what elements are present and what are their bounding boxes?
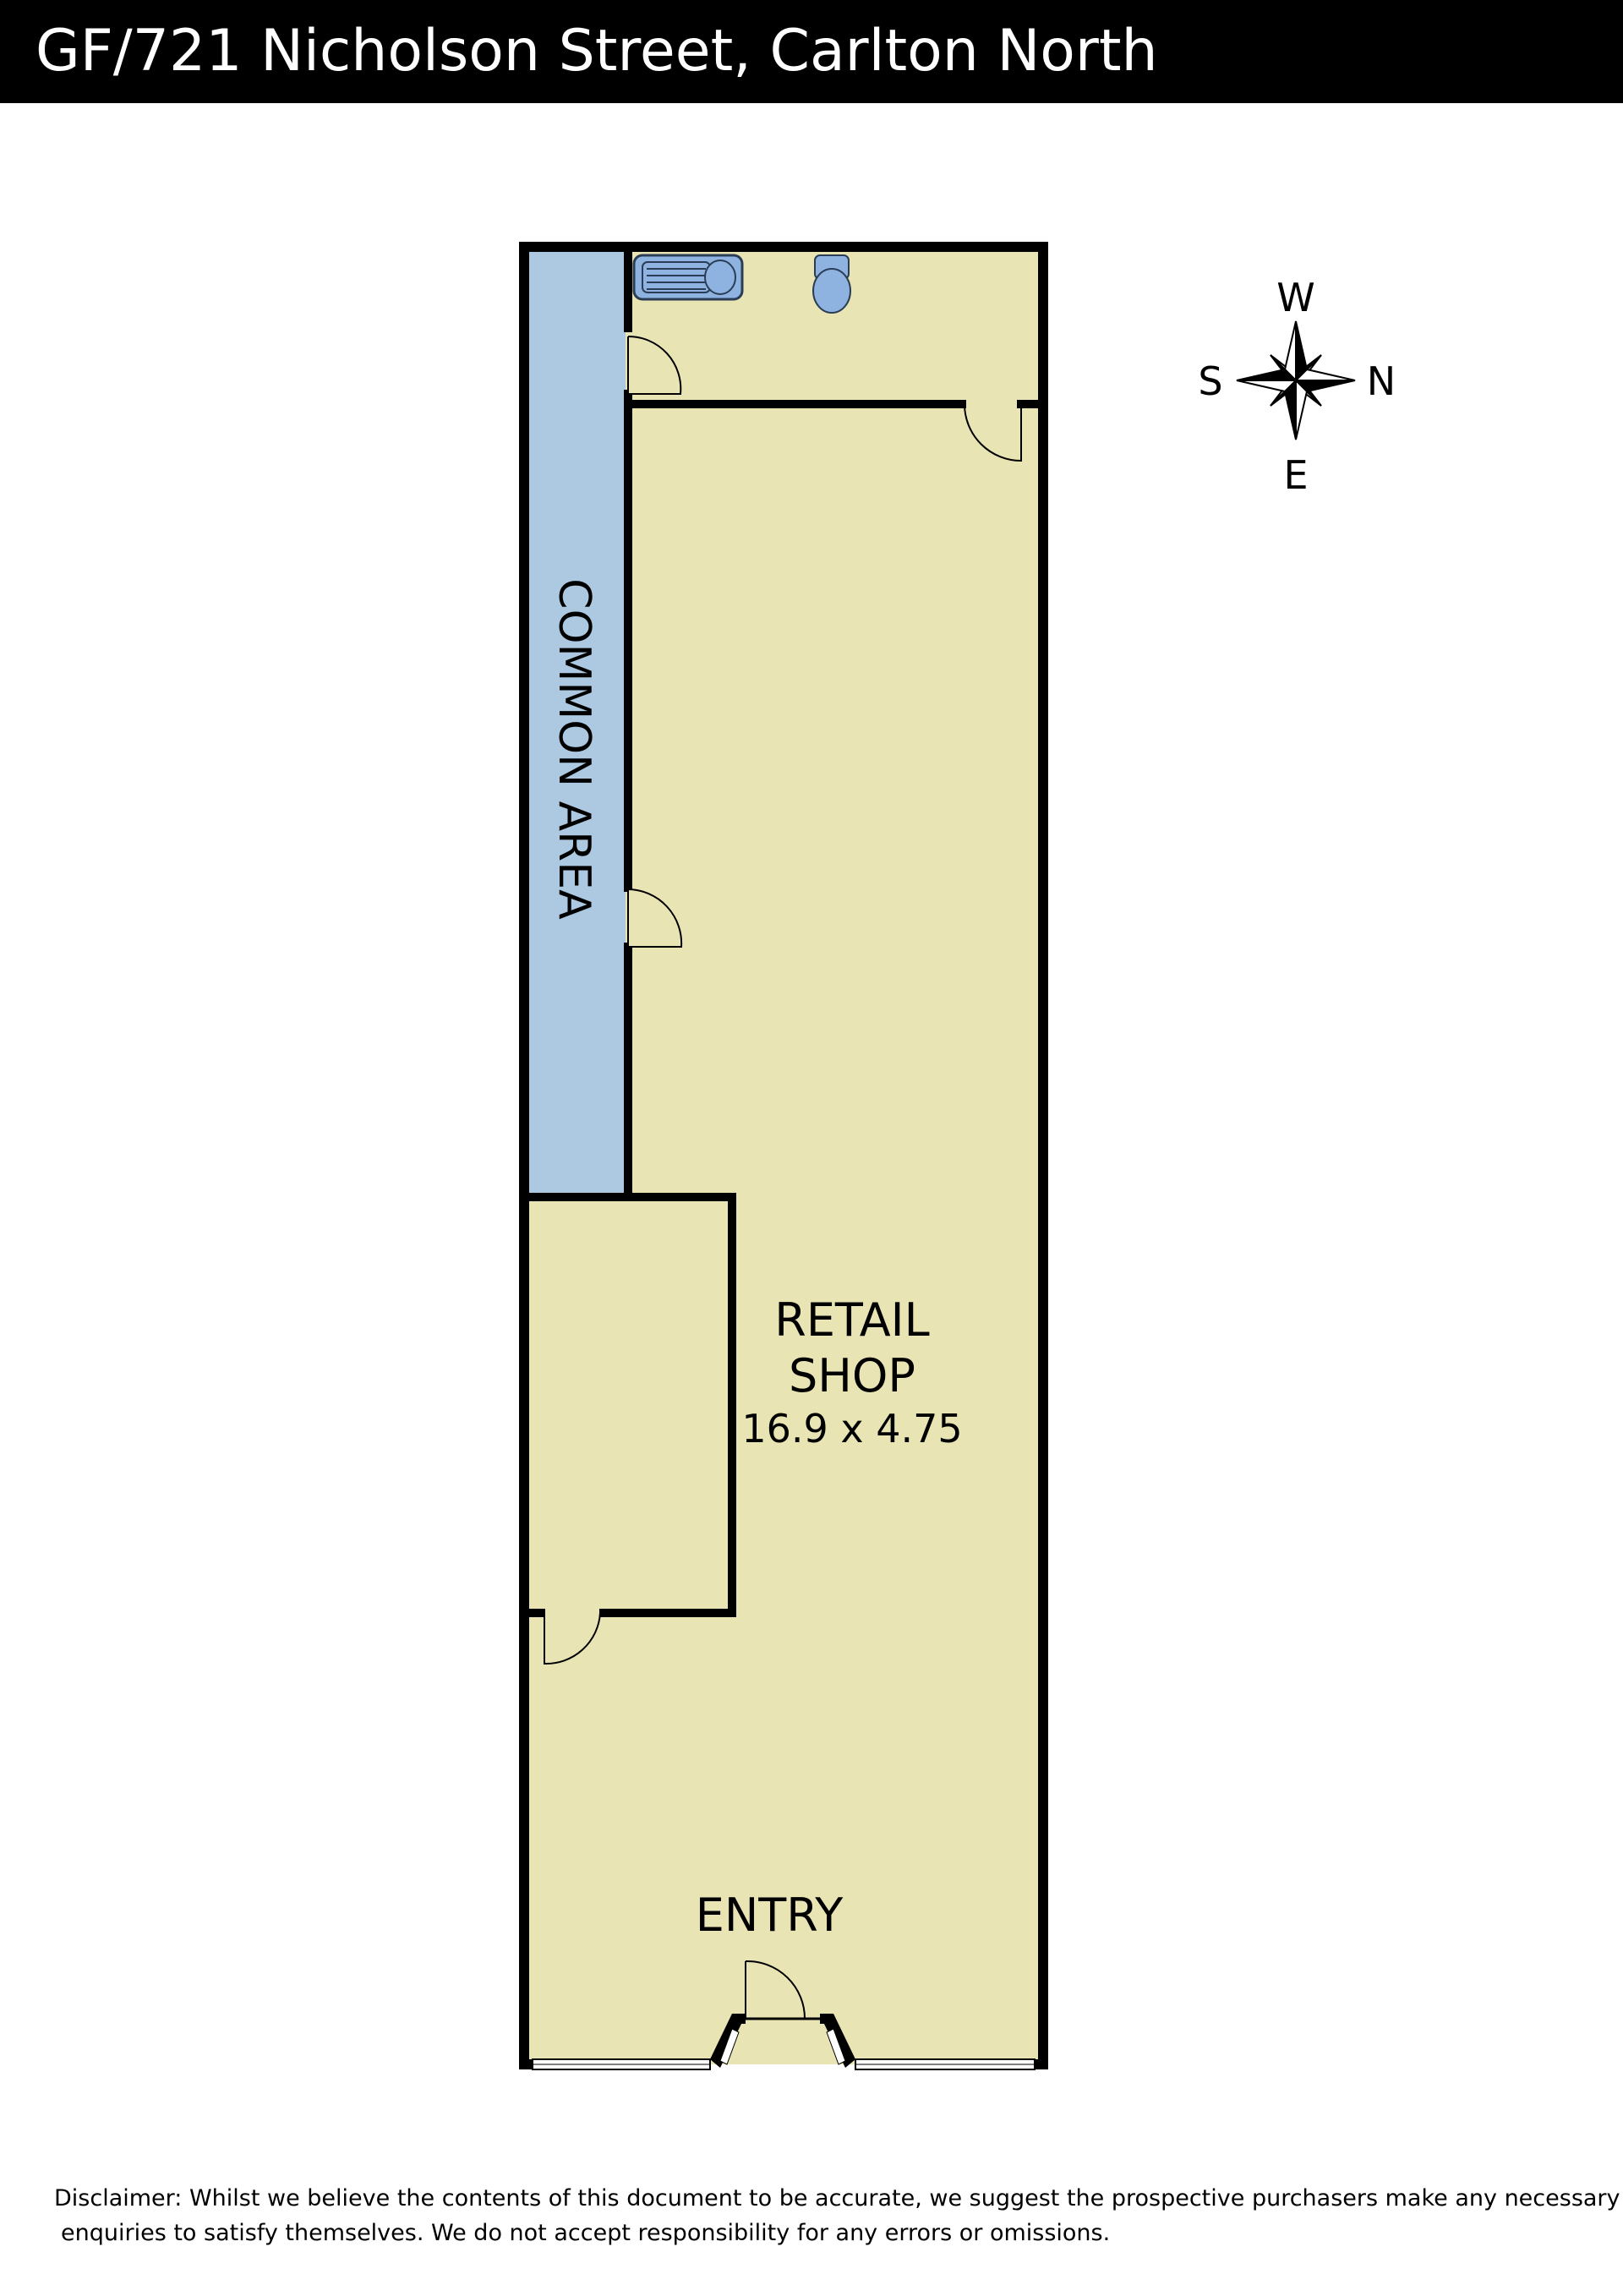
compass-north: N	[1367, 358, 1396, 404]
title-bar: GF/721 Nicholson Street, Carlton North	[0, 0, 1623, 103]
door-common-shop	[627, 888, 683, 948]
retail-shop-label-line2: SHOP	[789, 1349, 915, 1402]
door-swings	[544, 335, 1022, 2020]
toilet-icon	[812, 254, 851, 314]
compass-west: W	[1276, 275, 1314, 320]
property-address-title: GF/721 Nicholson Street, Carlton North	[36, 18, 1158, 85]
disclaimer: Disclaimer: Whilst we believe the conten…	[54, 2181, 1620, 2250]
retail-shop-dimensions: 16.9 x 4.75	[741, 1406, 962, 1451]
compass-south: S	[1198, 358, 1222, 404]
compass-rose: W E S N	[1198, 275, 1396, 498]
compass-star-icon	[1236, 320, 1356, 440]
front-windows	[532, 2058, 1036, 2070]
compass-east: E	[1283, 452, 1308, 498]
retail-shop-label-line1: RETAIL	[774, 1293, 929, 1347]
door-store-room	[544, 1612, 601, 1665]
bath-icon	[632, 254, 744, 301]
door-bathroom-shop	[964, 403, 1022, 462]
door-bathroom-common	[627, 335, 682, 395]
outer-walls	[519, 242, 1048, 2069]
entry-bay	[710, 2014, 855, 2068]
common-area-label: COMMON AREA	[549, 578, 599, 920]
door-entry	[745, 1960, 806, 2020]
disclaimer-line-2: enquiries to satisfy themselves. We do n…	[61, 2220, 1111, 2246]
interior-walls	[525, 248, 1042, 1617]
entry-label: ENTRY	[696, 1889, 844, 1942]
disclaimer-line-1: Disclaimer: Whilst we believe the conten…	[54, 2185, 1620, 2211]
common-area-floor	[529, 252, 626, 1193]
bathroom-fixtures	[632, 254, 851, 314]
